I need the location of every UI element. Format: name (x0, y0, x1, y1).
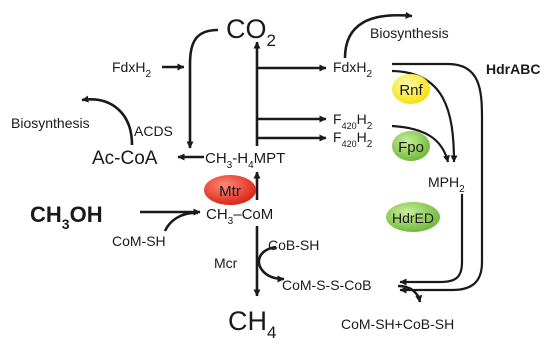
heterodisulfide-label: CoM-S-S-CoB (282, 277, 371, 293)
biosynthesis-left-label: Biosynthesis (11, 115, 90, 131)
arrow-to-products (397, 284, 423, 303)
acds-label: ACDS (134, 123, 173, 139)
arrow-comsh-join (163, 211, 199, 232)
products-label: CoM-SH+CoB-SH (341, 316, 454, 332)
arrow-rnf-to-mph2 (391, 69, 458, 163)
arrow-co2-to-ch3h4mpt (186, 28, 219, 149)
biosynthesis-top-label: Biosynthesis (370, 25, 449, 41)
fdxh2-left-label: FdxH2 (112, 59, 151, 80)
mph2-label: MPH2 (428, 174, 465, 195)
pathway-arrows (81, 11, 423, 303)
fdxh2-right-label: FdxH2 (333, 59, 372, 80)
mtr-label: Mtr (219, 183, 241, 200)
mcr-label: Mcr (214, 255, 238, 271)
com-sh-label: CoM-SH (112, 233, 166, 249)
f420h2-label-1: F420H2 (333, 111, 373, 132)
arrow-fdxh2-biosynthesis (343, 11, 413, 59)
arrow-fpo-to-mph2 (391, 124, 450, 163)
arrow-cobsh (257, 245, 285, 283)
rnf-label: Rnf (399, 82, 423, 99)
electron-flow-arrows (391, 62, 484, 294)
ch3oh-label: CH3OH (30, 202, 103, 232)
ch4-label: CH4 (228, 306, 276, 342)
cob-sh-label: CoB-SH (268, 237, 319, 253)
arrow-hdred (399, 194, 464, 286)
co2-label: CO2 (226, 14, 276, 50)
hdrabc-label: HdrABC (486, 61, 540, 77)
fpo-enzyme (392, 131, 430, 161)
ch3com-label: CH3–CoM (206, 206, 273, 227)
arrow-hdrabc-loop (392, 62, 484, 294)
rnf-enzyme (392, 74, 430, 104)
arrow-accoa-biosynthesis (81, 95, 134, 146)
fpo-label: Fpo (398, 139, 424, 156)
hdred-enzyme (386, 202, 440, 232)
hdred-label: HdrED (392, 210, 434, 226)
ch3h4mpt-label: CH3-H4MPT (205, 150, 285, 171)
accoa-label: Ac-CoA (92, 148, 158, 169)
f420h2-label-2: F420H2 (333, 129, 373, 150)
mtr-enzyme (204, 175, 256, 205)
